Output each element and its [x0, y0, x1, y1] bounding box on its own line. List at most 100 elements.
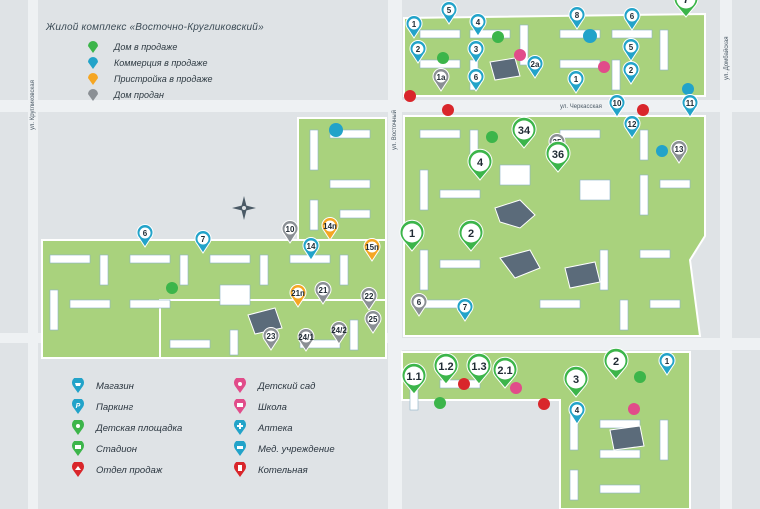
building-marker[interactable]: 4 — [469, 13, 487, 37]
pin-inner-circle — [625, 41, 637, 53]
building-marker[interactable]: 7 — [194, 230, 212, 254]
boiler-icon — [234, 462, 246, 477]
facility-pharmacy: Аптека — [232, 420, 293, 436]
building-marker[interactable]: 10 — [608, 94, 626, 118]
pin-inner-circle — [292, 287, 304, 299]
kindergarten-icon — [598, 61, 610, 73]
playground-icon — [166, 282, 178, 294]
building-marker[interactable]: 3 — [467, 40, 485, 64]
building-marker[interactable]: 24/2 — [330, 321, 348, 345]
building-marker[interactable]: 3 — [563, 365, 589, 398]
marker-label: 24/2 — [331, 326, 347, 335]
marker-label: 36 — [552, 149, 564, 161]
pin-inner-circle — [606, 351, 626, 371]
building-marker[interactable]: 36 — [545, 140, 571, 173]
building-marker[interactable]: 14п — [321, 217, 339, 241]
marker-label: 4 — [477, 157, 484, 169]
facility-playground: Детская площадка — [70, 420, 182, 436]
compass-rose-icon — [232, 196, 256, 220]
building-marker[interactable]: 14 — [302, 237, 320, 261]
pin-inner-circle — [404, 366, 424, 386]
building-marker[interactable]: 25 — [364, 310, 382, 334]
building-marker[interactable]: 12 — [623, 115, 641, 139]
building-marker[interactable]: 5 — [622, 38, 640, 62]
building-marker[interactable]: 21п — [289, 284, 307, 308]
facility-label: Школа — [258, 401, 287, 413]
building-marker[interactable]: 6 — [410, 293, 428, 317]
pin-inner-circle — [626, 118, 638, 130]
building-marker[interactable]: 11 — [681, 94, 699, 118]
building-marker[interactable]: 6 — [136, 224, 154, 248]
facility-stadium: Стадион — [70, 441, 137, 457]
marker-label: 1 — [409, 228, 415, 240]
marker-label: 1 — [665, 357, 670, 366]
playground-icon — [486, 131, 498, 143]
building-marker[interactable]: 6 — [623, 7, 641, 31]
marker-label: 11 — [686, 99, 695, 108]
pin-inner-circle — [402, 223, 422, 243]
building-marker[interactable]: 22 — [360, 287, 378, 311]
pin-inner-circle — [139, 227, 151, 239]
sales-office-icon — [72, 462, 84, 477]
building-marker[interactable]: 2а — [526, 55, 544, 79]
pin-inner-circle — [408, 18, 420, 30]
sales-office-icon — [442, 104, 454, 116]
building-marker[interactable]: 7 — [456, 298, 474, 322]
facilities-legend: Магазин P Паркинг Детская площадка Стади… — [60, 378, 400, 488]
building-marker[interactable]: 2 — [603, 347, 629, 380]
legend-item-house-for-sale: Дом в продаже — [46, 39, 366, 55]
pin-inner-circle — [197, 233, 209, 245]
building-marker[interactable]: 4 — [467, 148, 493, 181]
building-marker[interactable]: 2 — [409, 40, 427, 64]
building-marker[interactable]: 7 — [673, 0, 699, 18]
map-facility-icons — [166, 29, 694, 415]
pin-inner-circle — [529, 58, 541, 70]
school-icon — [628, 403, 640, 415]
legend-label: Дом продан — [114, 90, 164, 100]
facility-boiler: Котельная — [232, 462, 308, 478]
pin-inner-circle — [265, 330, 277, 342]
legend-item-house-sold: Дом продан — [46, 87, 366, 103]
pin-inner-circle — [548, 144, 568, 164]
building-marker[interactable]: 34 — [511, 116, 537, 149]
marker-label: 23 — [267, 332, 276, 341]
marker-label: 6 — [474, 73, 479, 82]
marker-label: 7 — [201, 235, 206, 244]
building-marker[interactable]: 13 — [670, 140, 688, 164]
building-marker[interactable]: 24/1 — [297, 328, 315, 352]
street-label: ул. Кругликовская — [30, 80, 36, 130]
building-marker[interactable]: 21 — [314, 281, 332, 305]
building-marker[interactable]: 2 — [458, 219, 484, 252]
building-marker[interactable]: 23 — [262, 327, 280, 351]
sales-office-icon — [538, 398, 550, 410]
playground-icon — [492, 31, 504, 43]
marker-label: 13 — [675, 145, 684, 154]
marker-label: 6 — [417, 298, 422, 307]
building-marker[interactable]: 1 — [658, 352, 676, 376]
building-marker[interactable]: 2 — [622, 61, 640, 85]
building-marker[interactable]: 6 — [467, 68, 485, 92]
marker-label: 2 — [629, 66, 634, 75]
stadium-icon — [634, 371, 646, 383]
building-marker[interactable]: 1 — [405, 15, 423, 39]
legend-item-commerce-for-sale: Коммерция в продаже — [46, 55, 366, 71]
pin-inner-circle — [661, 355, 673, 367]
building-marker[interactable]: 1.1 — [401, 362, 427, 395]
pin-inner-circle — [514, 120, 534, 140]
building-marker[interactable]: 1а — [432, 68, 450, 92]
building-marker[interactable]: 8 — [568, 6, 586, 30]
playground-icon — [72, 420, 84, 435]
building-marker[interactable]: 1.3 — [466, 352, 492, 385]
facility-label: Магазин — [96, 380, 134, 392]
building-marker[interactable]: 2.1 — [492, 356, 518, 389]
svg-text:P: P — [76, 403, 81, 410]
building-marker[interactable]: 4 — [568, 401, 586, 425]
building-marker[interactable]: 10 — [281, 220, 299, 244]
building-marker[interactable]: 1 — [567, 70, 585, 94]
building-marker[interactable]: 15п — [363, 238, 381, 262]
building-marker[interactable]: 5 — [440, 1, 458, 25]
building-marker[interactable]: 1 — [399, 219, 425, 252]
building-marker[interactable]: 1.2 — [433, 352, 459, 385]
marker-label: 7 — [463, 303, 468, 312]
